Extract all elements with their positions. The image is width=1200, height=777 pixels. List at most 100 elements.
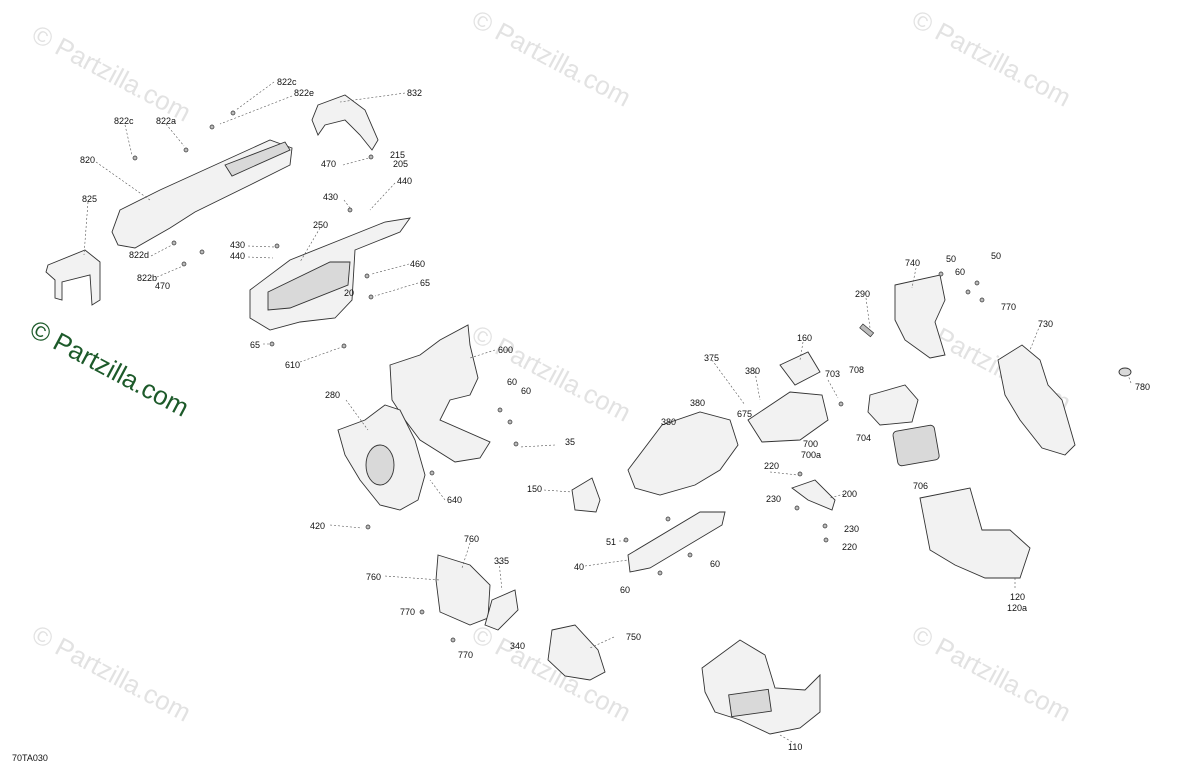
callout-label: 60	[955, 267, 965, 277]
callout-label: 335	[494, 556, 509, 566]
part-706-display	[892, 424, 940, 467]
callout-label: 822c	[277, 77, 297, 87]
callout-label: 760	[464, 534, 479, 544]
part-730-arm	[997, 344, 1076, 456]
callout-label: 50	[946, 254, 956, 264]
callout-label: 825	[82, 194, 97, 204]
part-600-frame	[389, 324, 491, 463]
callout-label: 380	[690, 398, 705, 408]
callout-label: 740	[905, 258, 920, 268]
callout-label: 51	[606, 537, 616, 547]
watermark-faint: © Partzilla.com	[467, 4, 636, 113]
part-280-panel	[337, 404, 426, 511]
callout-label: 215	[390, 150, 405, 160]
callout-label: 40	[574, 562, 584, 572]
callout-label: 440	[397, 176, 412, 186]
part-335-bracket	[484, 589, 519, 631]
part-200-clip	[791, 479, 836, 511]
callout-label: 600	[498, 345, 513, 355]
callout-label: 640	[447, 495, 462, 505]
callout-label: 822a	[156, 116, 176, 126]
callout-label: 780	[1135, 382, 1150, 392]
part-150	[571, 477, 601, 513]
part-160-cover	[779, 351, 821, 386]
part-40-rail	[627, 511, 726, 573]
watermark-faint: © Partzilla.com	[27, 19, 196, 128]
callout-label: 120	[1010, 592, 1025, 602]
callout-label: 60	[521, 386, 531, 396]
callout-label: 822e	[294, 88, 314, 98]
callout-label: 110	[788, 742, 802, 752]
callout-label: 703	[825, 369, 840, 379]
part-290-pin	[859, 323, 875, 338]
callout-label: 380	[745, 366, 760, 376]
callout-label: 822d	[129, 250, 149, 260]
callout-label: 430	[230, 240, 245, 250]
callout-label: 820	[80, 155, 95, 165]
part-110-footwell	[701, 639, 821, 735]
callout-label: 280	[325, 390, 340, 400]
watermark-faint-group: © Partzilla.com © Partzilla.com © Partzi…	[27, 4, 1076, 728]
callout-label: 822c	[114, 116, 134, 126]
callout-label: 675	[737, 409, 752, 419]
watermark-faint: © Partzilla.com	[27, 619, 196, 728]
part-704-housing	[867, 384, 919, 426]
callout-label: 50	[991, 251, 1001, 261]
callout-label: 230	[844, 524, 859, 534]
part-780-cap	[1118, 367, 1132, 377]
callout-label: 375	[704, 353, 719, 363]
callout-label: 60	[710, 559, 720, 569]
fasteners	[132, 110, 985, 643]
callout-label: 200	[842, 489, 857, 499]
part-820-upper-rail	[111, 139, 293, 249]
callout-label: 832	[407, 88, 422, 98]
callout-label: 60	[507, 377, 517, 387]
leader-lines	[83, 81, 1132, 743]
part-250-console	[249, 217, 411, 331]
watermark-faint: © Partzilla.com	[907, 619, 1076, 728]
callout-label: 380	[661, 417, 676, 427]
callout-label: 20	[344, 288, 354, 298]
callout-label: 220	[842, 542, 857, 552]
diagram-code: 70TA030	[12, 753, 48, 763]
part-825-bracket	[45, 249, 101, 306]
watermark-faint: © Partzilla.com	[907, 4, 1076, 113]
callout-label: 470	[321, 159, 336, 169]
callout-label: 770	[1001, 302, 1016, 312]
callout-label: 205	[393, 159, 408, 169]
callout-label: 65	[250, 340, 260, 350]
callout-label: 460	[410, 259, 425, 269]
part-750-cover	[547, 624, 606, 681]
callout-label: 706	[913, 481, 928, 491]
part-832-bracket	[311, 94, 379, 151]
callout-label: 770	[458, 650, 473, 660]
callout-label: 470	[155, 281, 170, 291]
callout-label: 290	[855, 289, 870, 299]
callout-label: 160	[797, 333, 812, 343]
part-380-center	[627, 411, 739, 496]
callout-label: 340	[510, 641, 525, 651]
watermark-main: © Partzilla.com	[25, 314, 194, 423]
callout-label: 35	[565, 437, 575, 447]
callout-label: 420	[310, 521, 325, 531]
part-110-insert	[728, 688, 772, 718]
callout-label: 150	[527, 484, 542, 494]
part-120-footwell	[919, 487, 1031, 579]
callout-label: 230	[766, 494, 781, 504]
part-700-cover	[747, 391, 829, 443]
callout-label: 770	[400, 607, 415, 617]
callout-label: 708	[849, 365, 864, 375]
callout-label: 700	[803, 439, 818, 449]
callout-label: 65	[420, 278, 430, 288]
callout-label: 440	[230, 251, 245, 261]
watermark-faint: © Partzilla.com	[467, 319, 636, 428]
callout-label: 60	[620, 585, 630, 595]
callout-label: 730	[1038, 319, 1053, 329]
callout-label: 430	[323, 192, 338, 202]
callout-label: 250	[313, 220, 328, 230]
callout-label: 610	[285, 360, 300, 370]
callout-label: 704	[856, 433, 871, 443]
callout-label: 750	[626, 632, 641, 642]
callout-label: 760	[366, 572, 381, 582]
